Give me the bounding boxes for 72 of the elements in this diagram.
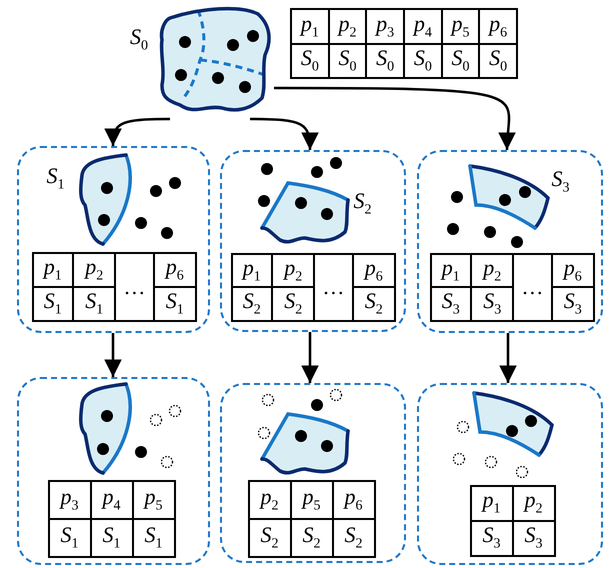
table-cell: p$_{5}$ — [442, 10, 478, 42]
region-label: S$_{2}$ — [354, 190, 372, 217]
table-cell: p$_{1}$ — [232, 254, 271, 286]
table-cell: p$_{2}$ — [273, 254, 314, 286]
region-label: S$_{3}$ — [552, 168, 570, 195]
group-box — [417, 383, 603, 565]
table-cell: S$_{2}$ — [334, 520, 374, 556]
arrow — [499, 333, 517, 383]
data-table — [248, 480, 376, 558]
data-table — [230, 252, 396, 322]
arrow — [250, 118, 318, 150]
table-cell: S$_{1}$ — [92, 520, 132, 556]
table-cell: … — [514, 254, 552, 320]
table-cell: p$_{2}$ — [472, 254, 512, 286]
arrow — [104, 333, 122, 377]
table-cell: S$_{3}$ — [472, 288, 512, 320]
table-cell: p$_{6}$ — [480, 10, 516, 42]
table-cell: p$_{2}$ — [330, 10, 366, 42]
table-cell: S$_{0}$ — [367, 44, 403, 77]
region-label: S$_{1}$ — [46, 164, 64, 192]
arrow — [104, 118, 170, 146]
table-cell: S$_{1}$ — [34, 288, 72, 320]
data-table — [470, 484, 556, 556]
table-cell: S$_{2}$ — [292, 520, 332, 556]
table-cell: p$_{6}$ — [354, 254, 394, 286]
table-cell: S$_{0}$ — [292, 44, 328, 77]
table-cell: p$_{2}$ — [250, 482, 290, 518]
table-cell: S$_{0}$ — [480, 44, 516, 77]
table-cell: p$_{3}$ — [367, 10, 403, 42]
table-cell: S$_{0}$ — [330, 44, 366, 77]
table-cell: p$_{2}$ — [514, 486, 554, 520]
data-table — [48, 480, 176, 558]
group-box — [17, 146, 210, 333]
data-table — [32, 252, 196, 322]
table-cell: p$_{6}$ — [553, 254, 592, 286]
table-cell: p$_{5}$ — [134, 482, 174, 518]
table-cell: S$_{3}$ — [514, 522, 554, 554]
table-cell: S$_{0}$ — [442, 44, 478, 77]
arrow — [274, 86, 517, 150]
table-cell: S$_{2}$ — [232, 288, 271, 320]
table-cell: p$_{2}$ — [74, 254, 114, 286]
table-cell: S$_{1}$ — [50, 520, 90, 556]
table-cell: p$_{1}$ — [292, 10, 328, 42]
group-box — [17, 377, 210, 565]
group-box — [220, 150, 406, 332]
table-cell: p$_{3}$ — [50, 482, 90, 518]
table-cell: S$_{2}$ — [354, 288, 394, 320]
data-table — [290, 8, 518, 79]
data-table — [430, 252, 594, 322]
table-cell: S$_{3}$ — [472, 522, 512, 554]
table-cell: S$_{1}$ — [134, 520, 174, 556]
arrow — [301, 332, 319, 383]
table-cell: S$_{0}$ — [405, 44, 441, 77]
table-cell: p$_{1}$ — [472, 486, 512, 520]
table-cell: p$_{4}$ — [405, 10, 441, 42]
table-cell: p$_{4}$ — [92, 482, 132, 518]
table-cell: p$_{6}$ — [334, 482, 374, 518]
table-cell: p$_{5}$ — [292, 482, 332, 518]
table-cell: … — [315, 254, 352, 320]
group-box — [417, 150, 603, 333]
table-cell: S$_{2}$ — [273, 288, 314, 320]
table-cell: p$_{1}$ — [34, 254, 72, 286]
group-box — [220, 383, 406, 563]
table-cell: p$_{1}$ — [432, 254, 470, 286]
table-cell: p$_{6}$ — [155, 254, 194, 286]
table-cell: … — [116, 254, 154, 320]
region-label: S$_{0}$ — [130, 26, 148, 54]
table-cell: S$_{1}$ — [74, 288, 114, 320]
table-cell: S$_{2}$ — [250, 520, 290, 556]
table-cell: S$_{1}$ — [155, 288, 194, 320]
table-cell: S$_{3}$ — [553, 288, 592, 320]
table-cell: S$_{3}$ — [432, 288, 470, 320]
